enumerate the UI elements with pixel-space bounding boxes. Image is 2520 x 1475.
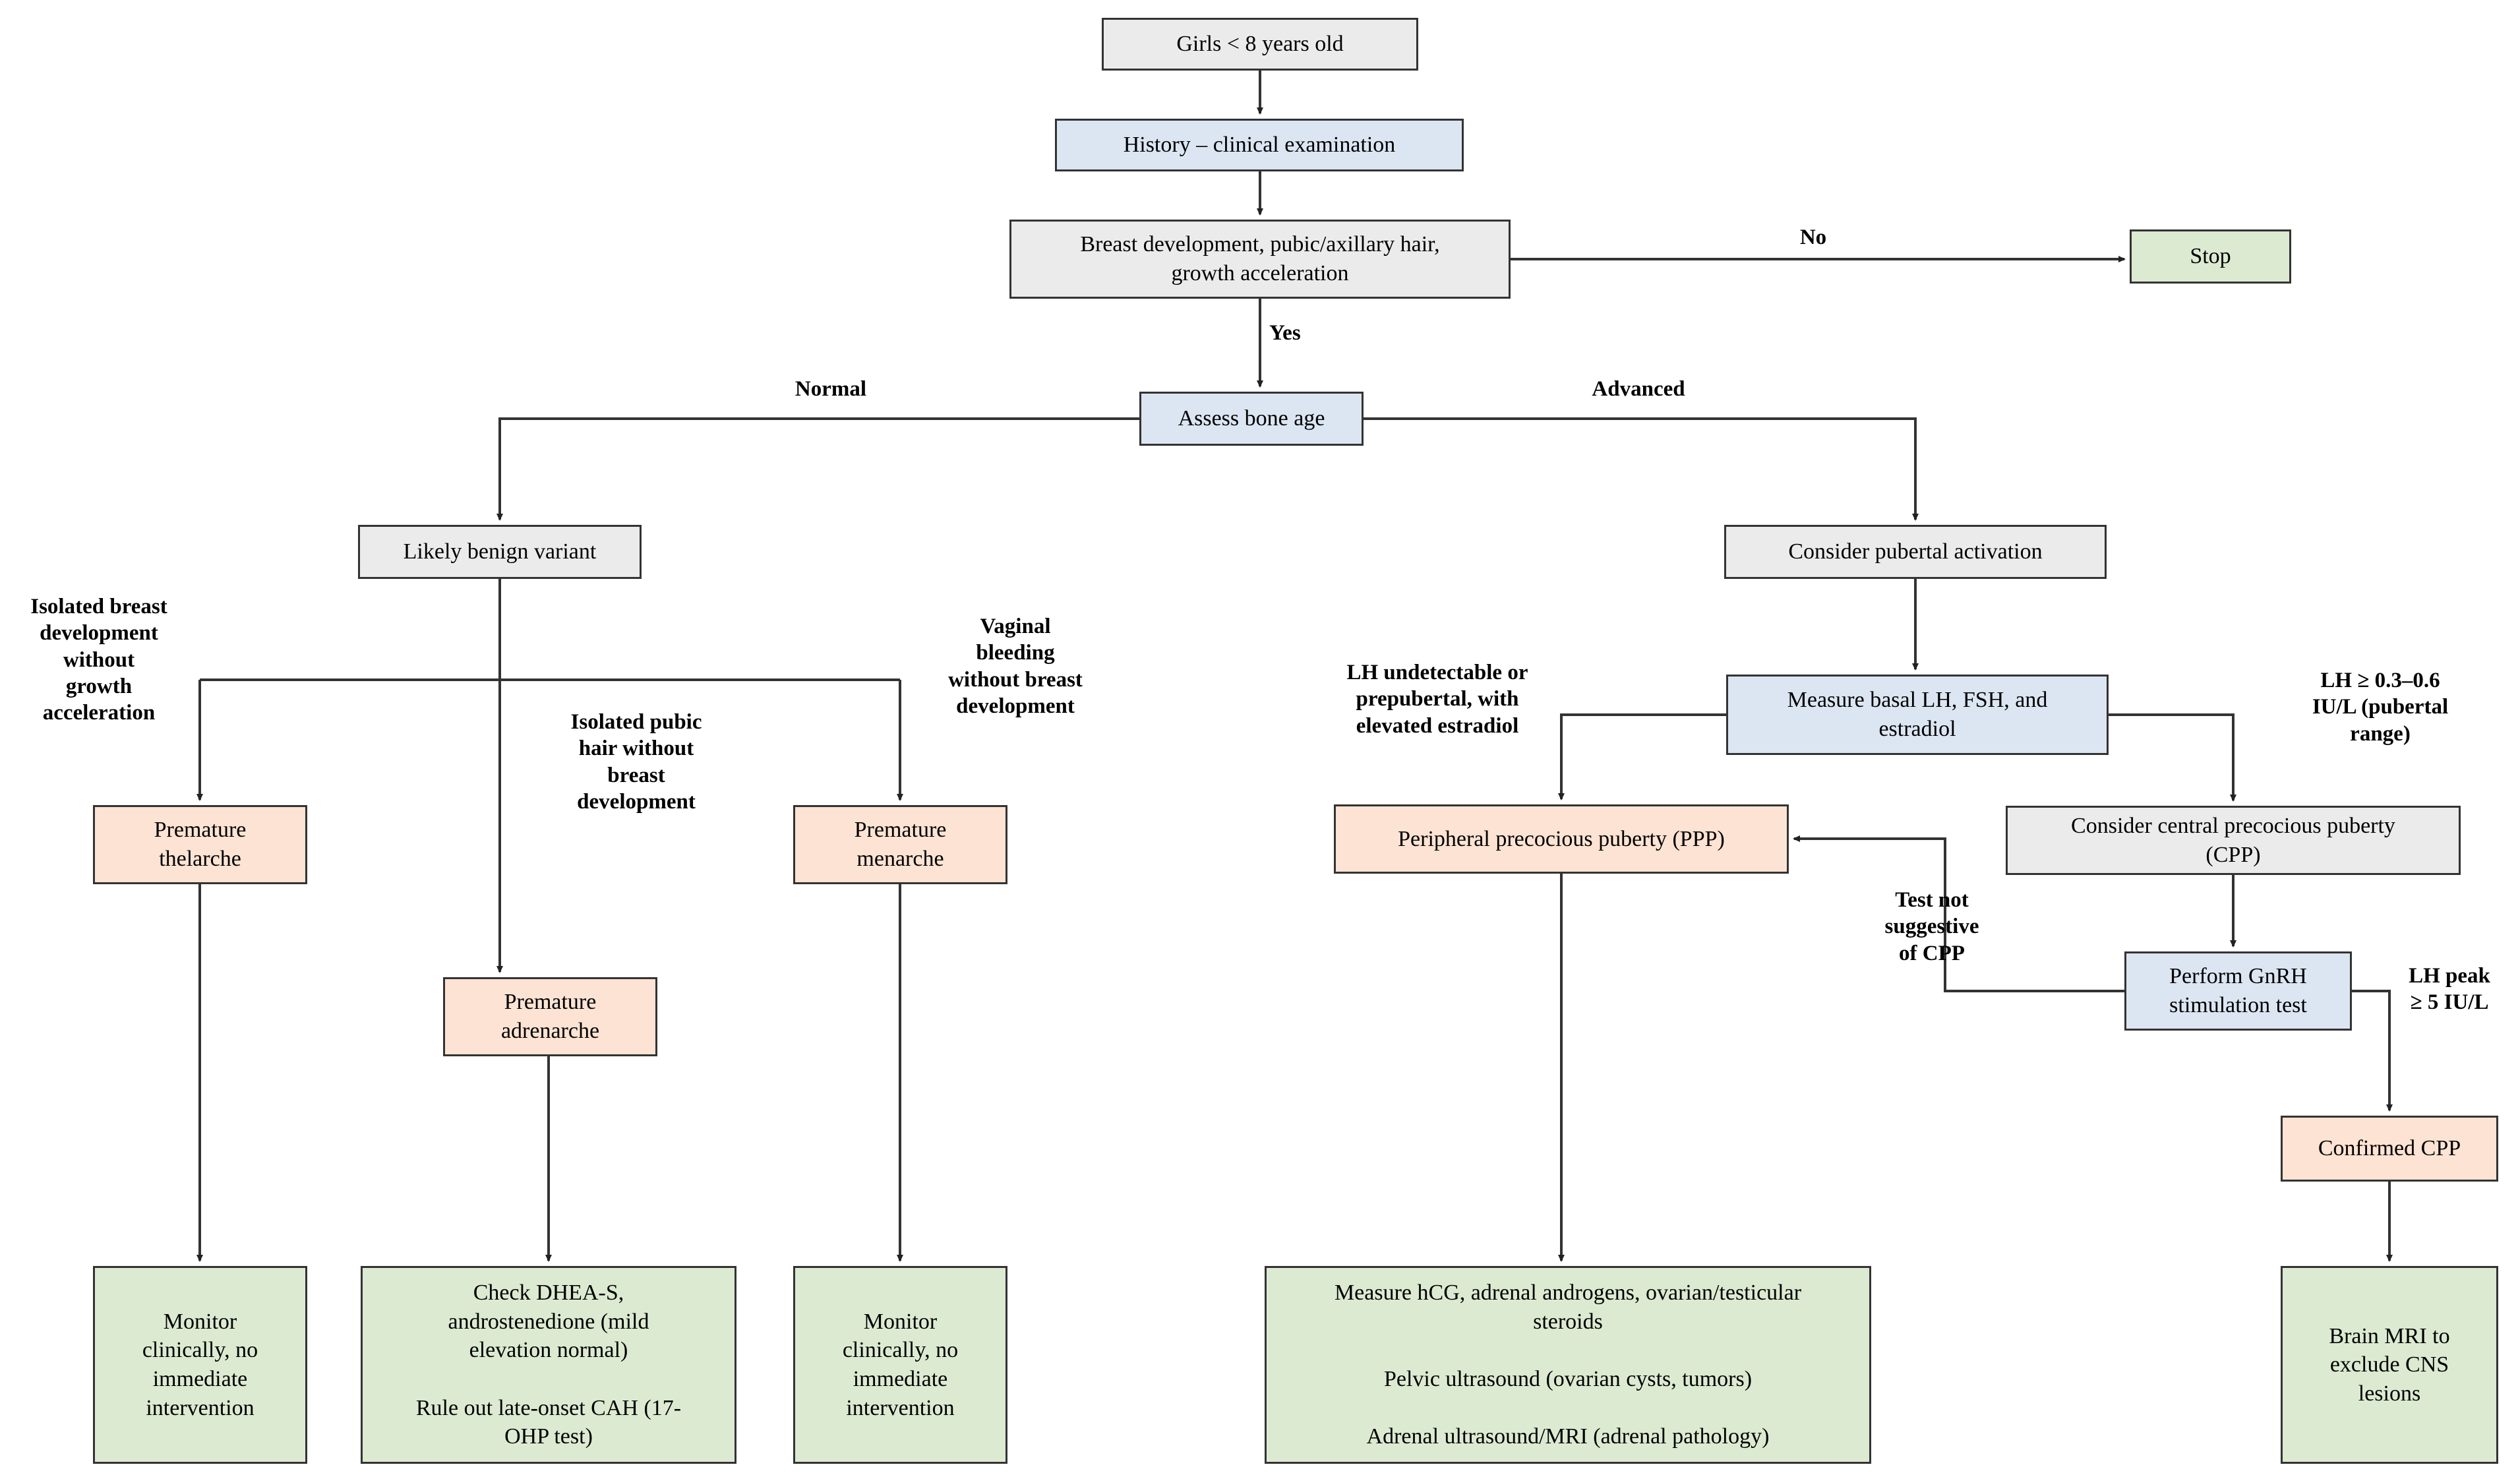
edge-label-normal: Normal	[795, 377, 867, 401]
edge-label-test-not-suggestive: Test not suggestive of CPP	[1884, 888, 1979, 965]
node-likely-benign-variant[interactable]: Likely benign variant	[358, 525, 642, 579]
edge-label-lh-undetectable: LH undetectable or prepubertal, with ele…	[1346, 661, 1528, 738]
edge-label-no: No	[1799, 226, 1827, 249]
node-brain-mri[interactable]: Brain MRI to exclude CNS lesions	[2281, 1266, 2498, 1464]
edge-boneage-pubertal	[1364, 417, 1919, 521]
edge-boneage-benign	[496, 417, 1139, 521]
node-consider-pubertal-activation[interactable]: Consider pubertal activation	[1724, 525, 2107, 579]
node-premature-menarche[interactable]: Premature menarche	[793, 805, 1007, 884]
edge-labs-ppp	[1558, 713, 1726, 800]
node-premature-thelarche[interactable]: Premature thelarche	[93, 805, 307, 884]
node-history[interactable]: History – clinical examination	[1055, 119, 1464, 171]
node-start[interactable]: Girls < 8 years old	[1102, 18, 1418, 71]
node-gnrh-stimulation-test[interactable]: Perform GnRH stimulation test	[2124, 951, 2352, 1031]
node-peripheral-precocious-puberty[interactable]: Peripheral precocious puberty (PPP)	[1334, 804, 1789, 874]
node-confirmed-cpp[interactable]: Confirmed CPP	[2281, 1116, 2498, 1182]
node-monitor-thelarche[interactable]: Monitor clinically, no immediate interve…	[93, 1266, 307, 1464]
edge-label-lh-pubertal-range: LH ≥ 0.3–0.6 IU/L (pubertal range)	[2312, 669, 2449, 746]
edge-label-yes: Yes	[1269, 321, 1301, 345]
edge-label-isolated-pubic-hair: Isolated pubic hair without breast devel…	[570, 710, 702, 814]
edge-label-isolated-breast-development: Isolated breast development without grow…	[30, 595, 167, 725]
node-measure-basal-labs[interactable]: Measure basal LH, FSH, and estradiol	[1726, 675, 2109, 755]
node-assess-bone-age[interactable]: Assess bone age	[1139, 392, 1364, 446]
edge-labs-cpp	[2109, 713, 2236, 802]
node-stop[interactable]: Stop	[2130, 229, 2291, 284]
node-consider-central-precocious-puberty[interactable]: Consider central precocious puberty (CPP…	[2006, 806, 2461, 875]
node-ppp-workup[interactable]: Measure hCG, adrenal androgens, ovarian/…	[1265, 1266, 1871, 1464]
edge-label-lh-peak: LH peak ≥ 5 IU/L	[2409, 964, 2490, 1015]
node-check-dheas[interactable]: Check DHEA-S, androstenedione (mild elev…	[361, 1266, 736, 1464]
node-clinical-signs[interactable]: Breast development, pubic/axillary hair,…	[1009, 220, 1511, 299]
node-premature-adrenarche[interactable]: Premature adrenarche	[443, 977, 657, 1056]
node-monitor-menarche[interactable]: Monitor clinically, no immediate interve…	[793, 1266, 1007, 1464]
edge-label-vaginal-bleeding: Vaginal bleeding without breast developm…	[948, 615, 1083, 718]
edge-label-advanced: Advanced	[1592, 377, 1685, 401]
